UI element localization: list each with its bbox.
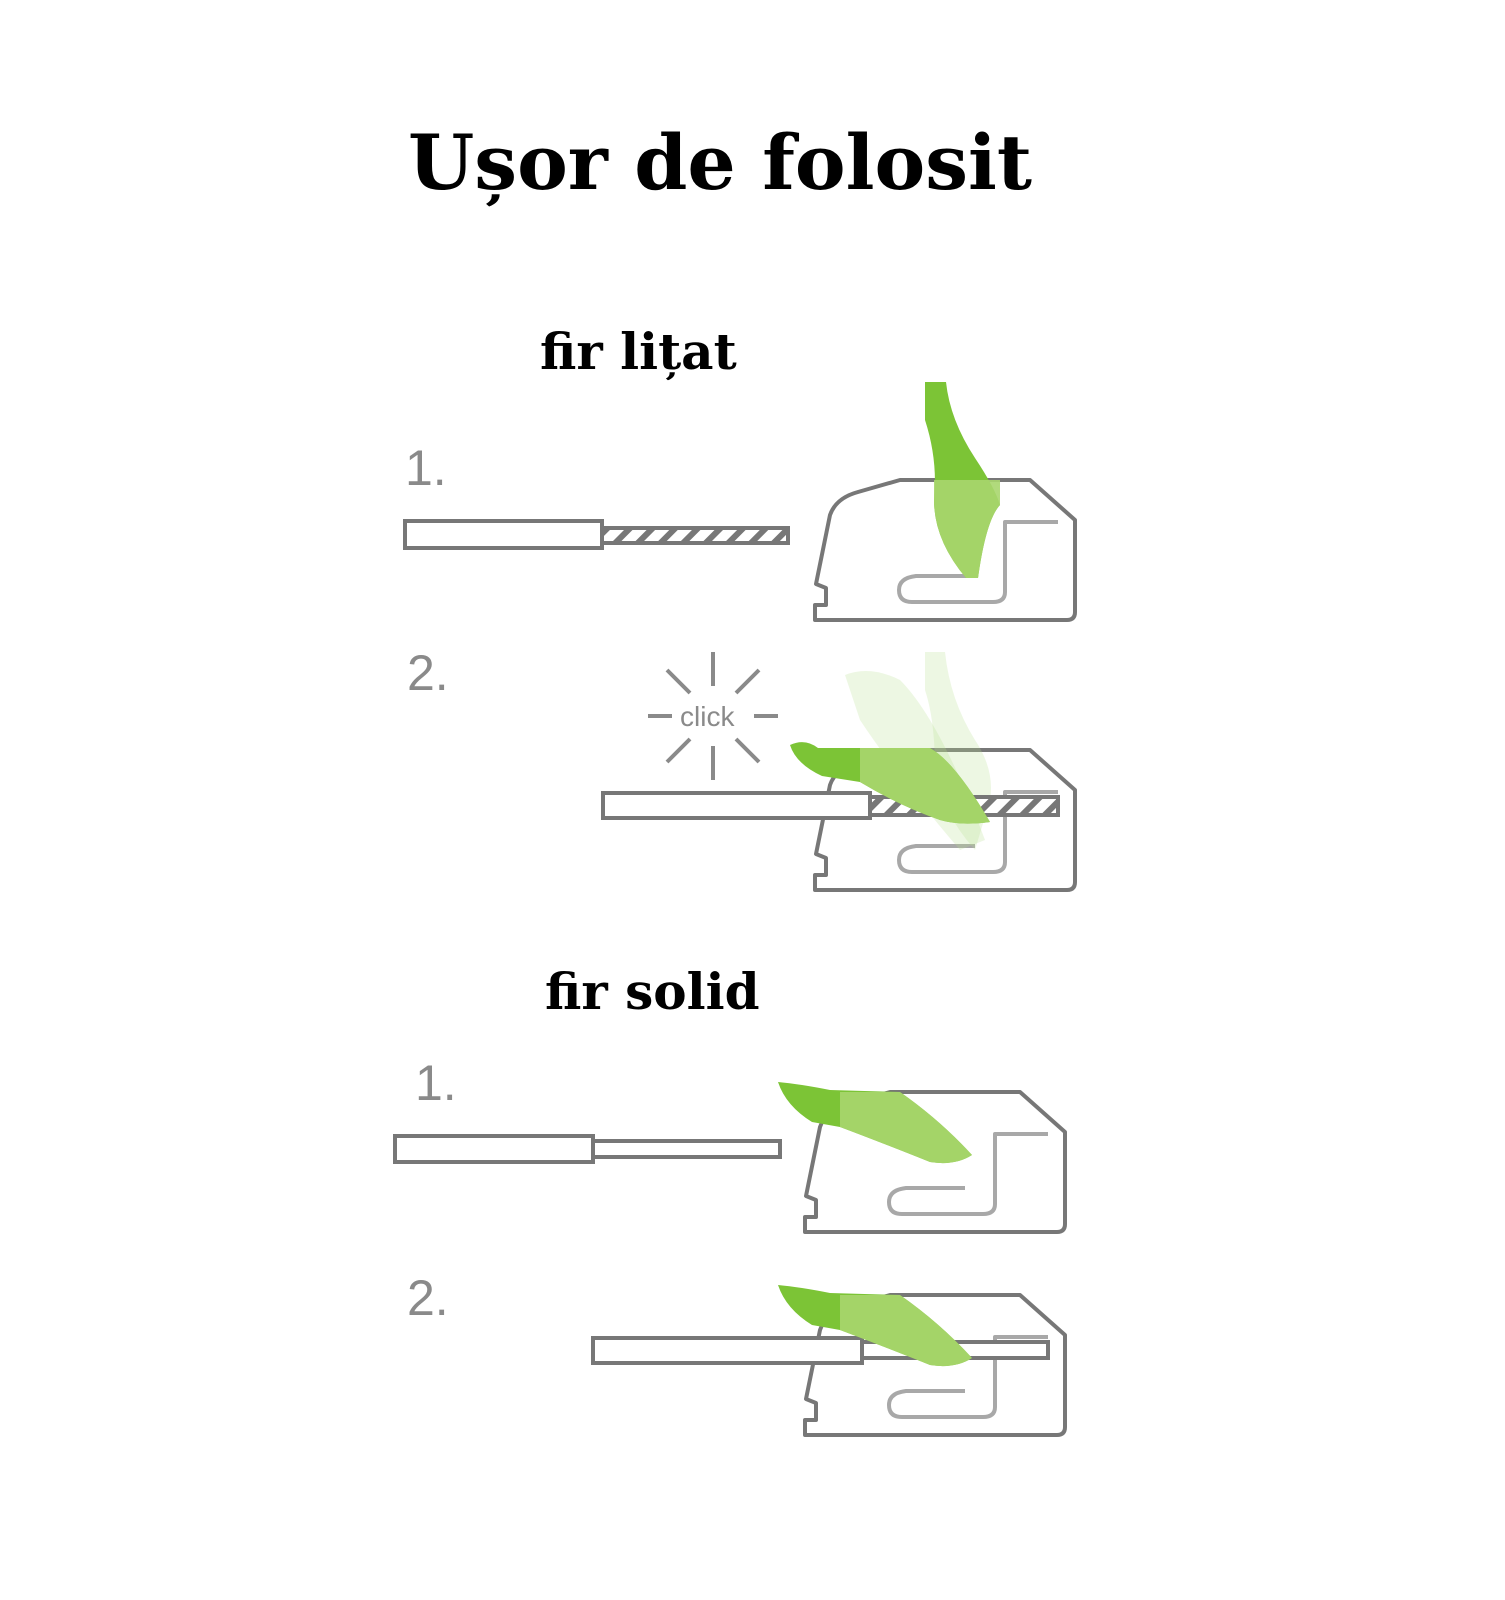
step-number: 2. — [407, 645, 449, 701]
step-number: 1. — [415, 1055, 457, 1111]
click-burst-icon — [648, 652, 778, 780]
step-number: 2. — [407, 1270, 449, 1326]
connector-open — [813, 382, 1077, 622]
connector-closed-stranded — [601, 652, 1077, 892]
solid-wire — [393, 1134, 782, 1164]
connector-open-solid — [778, 1082, 1067, 1234]
page-title: Ușor de folosit — [408, 118, 1032, 207]
section-heading-stranded: fir lițat — [540, 322, 737, 381]
stranded-wire — [403, 519, 790, 550]
section-heading-solid: fir solid — [545, 962, 760, 1021]
connector-closed-solid — [591, 1285, 1067, 1437]
click-label: click — [680, 701, 735, 732]
step-number: 1. — [405, 440, 447, 496]
